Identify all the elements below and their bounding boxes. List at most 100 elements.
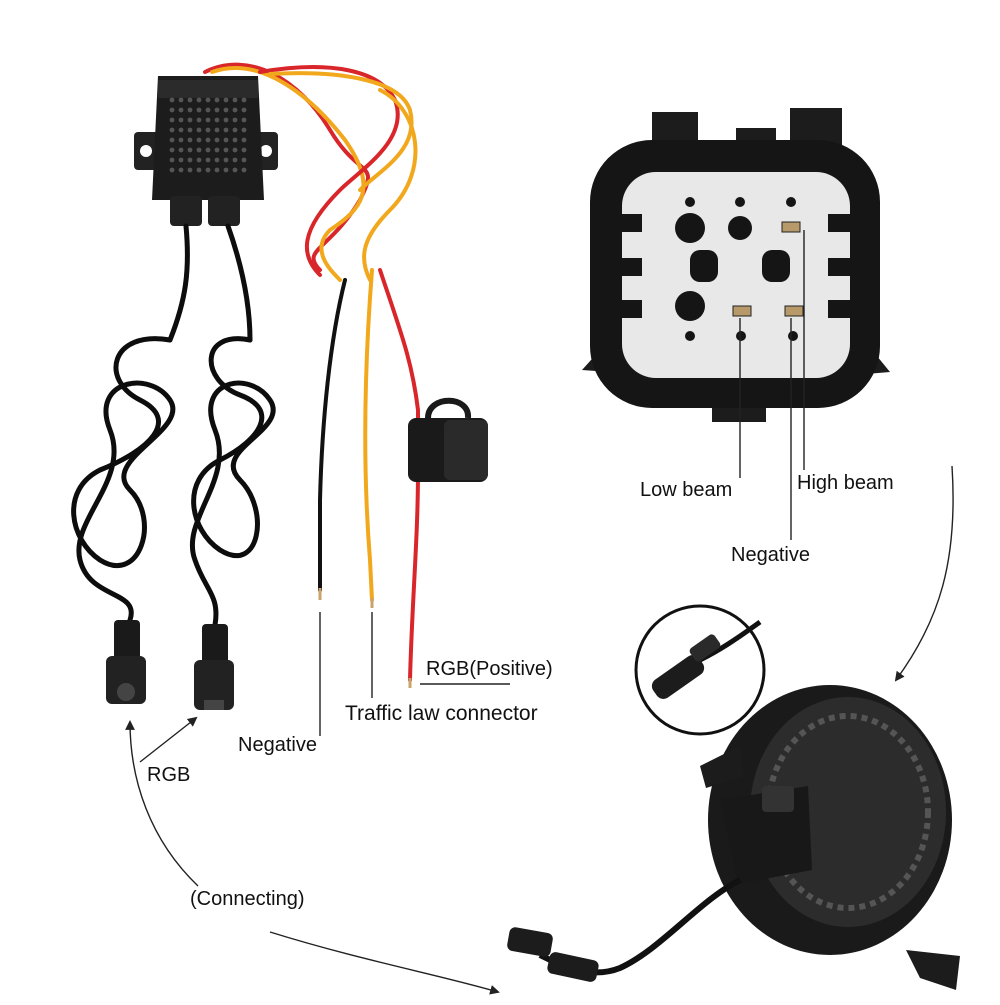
vent-dot (214, 167, 220, 173)
pin-hole-3 (735, 197, 745, 207)
pin-hole-7 (762, 250, 790, 282)
vent-dot (187, 147, 193, 153)
vent-dot (205, 97, 211, 103)
harness-yellow-wire (210, 66, 366, 282)
connector-inset (634, 604, 766, 736)
vent-dot (187, 167, 193, 173)
slot-l3 (612, 300, 642, 318)
arrow-connecting-to-plug (125, 720, 199, 887)
module-plug-right (208, 196, 240, 226)
pin-hole-2 (728, 216, 752, 240)
rgb-connector-right (194, 624, 234, 710)
pin-hole-8 (675, 291, 705, 321)
headlight-socket (582, 108, 890, 422)
vent-dot (214, 97, 220, 103)
arrow-connecting-to-light (269, 931, 500, 995)
vent-dot (232, 127, 238, 133)
vent-dot (214, 137, 220, 143)
vent-dot (205, 137, 211, 143)
vent-dot (178, 117, 184, 123)
mount-hole-left (140, 145, 152, 157)
vent-dot (196, 107, 202, 113)
vent-dot (205, 117, 211, 123)
label-negative-right: Negative (731, 544, 810, 566)
vent-dot (187, 137, 193, 143)
vent-dot (223, 107, 229, 113)
vent-dot (178, 137, 184, 143)
vent-dot (241, 157, 247, 163)
pin-hole-1 (675, 213, 705, 243)
harness-yellow-wire-3 (362, 88, 418, 282)
vent-dot (187, 97, 193, 103)
terminal-low-beam (732, 305, 752, 317)
pin-hole-11 (788, 331, 798, 341)
slot-l2 (612, 258, 642, 276)
label-traffic-law-connector: Traffic law connector (345, 702, 538, 725)
vent-dot (169, 157, 175, 163)
module-vents (169, 97, 247, 173)
module-top (158, 80, 258, 98)
wire-harness (203, 62, 418, 282)
connector-left-body (106, 656, 146, 704)
vent-dot (178, 157, 184, 163)
arrow-rgb (139, 716, 198, 763)
vent-dot (232, 147, 238, 153)
terminal-high-beam (781, 221, 801, 233)
vent-dot (169, 117, 175, 123)
inset-plug-tip (689, 634, 721, 662)
vent-dot (169, 107, 175, 113)
vent-dot (223, 147, 229, 153)
pin-hole-10 (736, 331, 746, 341)
slot-r3 (828, 300, 858, 318)
vent-dot (232, 137, 238, 143)
vent-dot (187, 127, 193, 133)
vent-dot (232, 117, 238, 123)
connector-left-socket (117, 683, 135, 701)
vent-dot (187, 157, 193, 163)
vent-dot (178, 147, 184, 153)
vent-dot (232, 97, 238, 103)
vent-dot (214, 117, 220, 123)
vent-dot (196, 97, 202, 103)
control-module (134, 76, 278, 226)
pin-hole-9 (685, 331, 695, 341)
harness-yellow-wire-2 (268, 71, 414, 192)
vent-dot (223, 117, 229, 123)
vent-dot (241, 137, 247, 143)
rgb-cables (71, 223, 276, 628)
negative-wire (318, 278, 347, 592)
vent-dot (196, 157, 202, 163)
headlight-connector-1 (507, 927, 553, 957)
vent-dot (187, 117, 193, 123)
traffic-wire (363, 268, 374, 602)
vent-dot (205, 127, 211, 133)
headlight-unit (507, 685, 960, 990)
rgb-connector-left (106, 620, 146, 704)
vent-dot (205, 167, 211, 173)
headlight-connector-2 (547, 952, 599, 982)
pin-hole-4 (786, 197, 796, 207)
headlight-plug (762, 786, 794, 812)
inset-plug (651, 655, 705, 699)
vent-dot (169, 127, 175, 133)
vent-dot (223, 127, 229, 133)
vent-dot (241, 147, 247, 153)
vent-dot (196, 167, 202, 173)
vent-dot (241, 167, 247, 173)
pin-hole-5 (685, 197, 695, 207)
arrow-socket-to-light (894, 465, 954, 682)
vent-dot (196, 147, 202, 153)
vent-dot (178, 97, 184, 103)
slot-r2 (828, 258, 858, 276)
rgb-cable-right-top (225, 223, 253, 343)
connector-right-pin (204, 700, 224, 710)
vent-dot (241, 127, 247, 133)
vent-dot (178, 167, 184, 173)
module-plug-left (170, 196, 202, 226)
fuse-holder (408, 397, 488, 482)
mount-hole-right (260, 145, 272, 157)
vent-dot (232, 157, 238, 163)
slot-l1 (612, 214, 642, 232)
label-negative-left: Negative (238, 734, 317, 756)
vent-dot (196, 127, 202, 133)
